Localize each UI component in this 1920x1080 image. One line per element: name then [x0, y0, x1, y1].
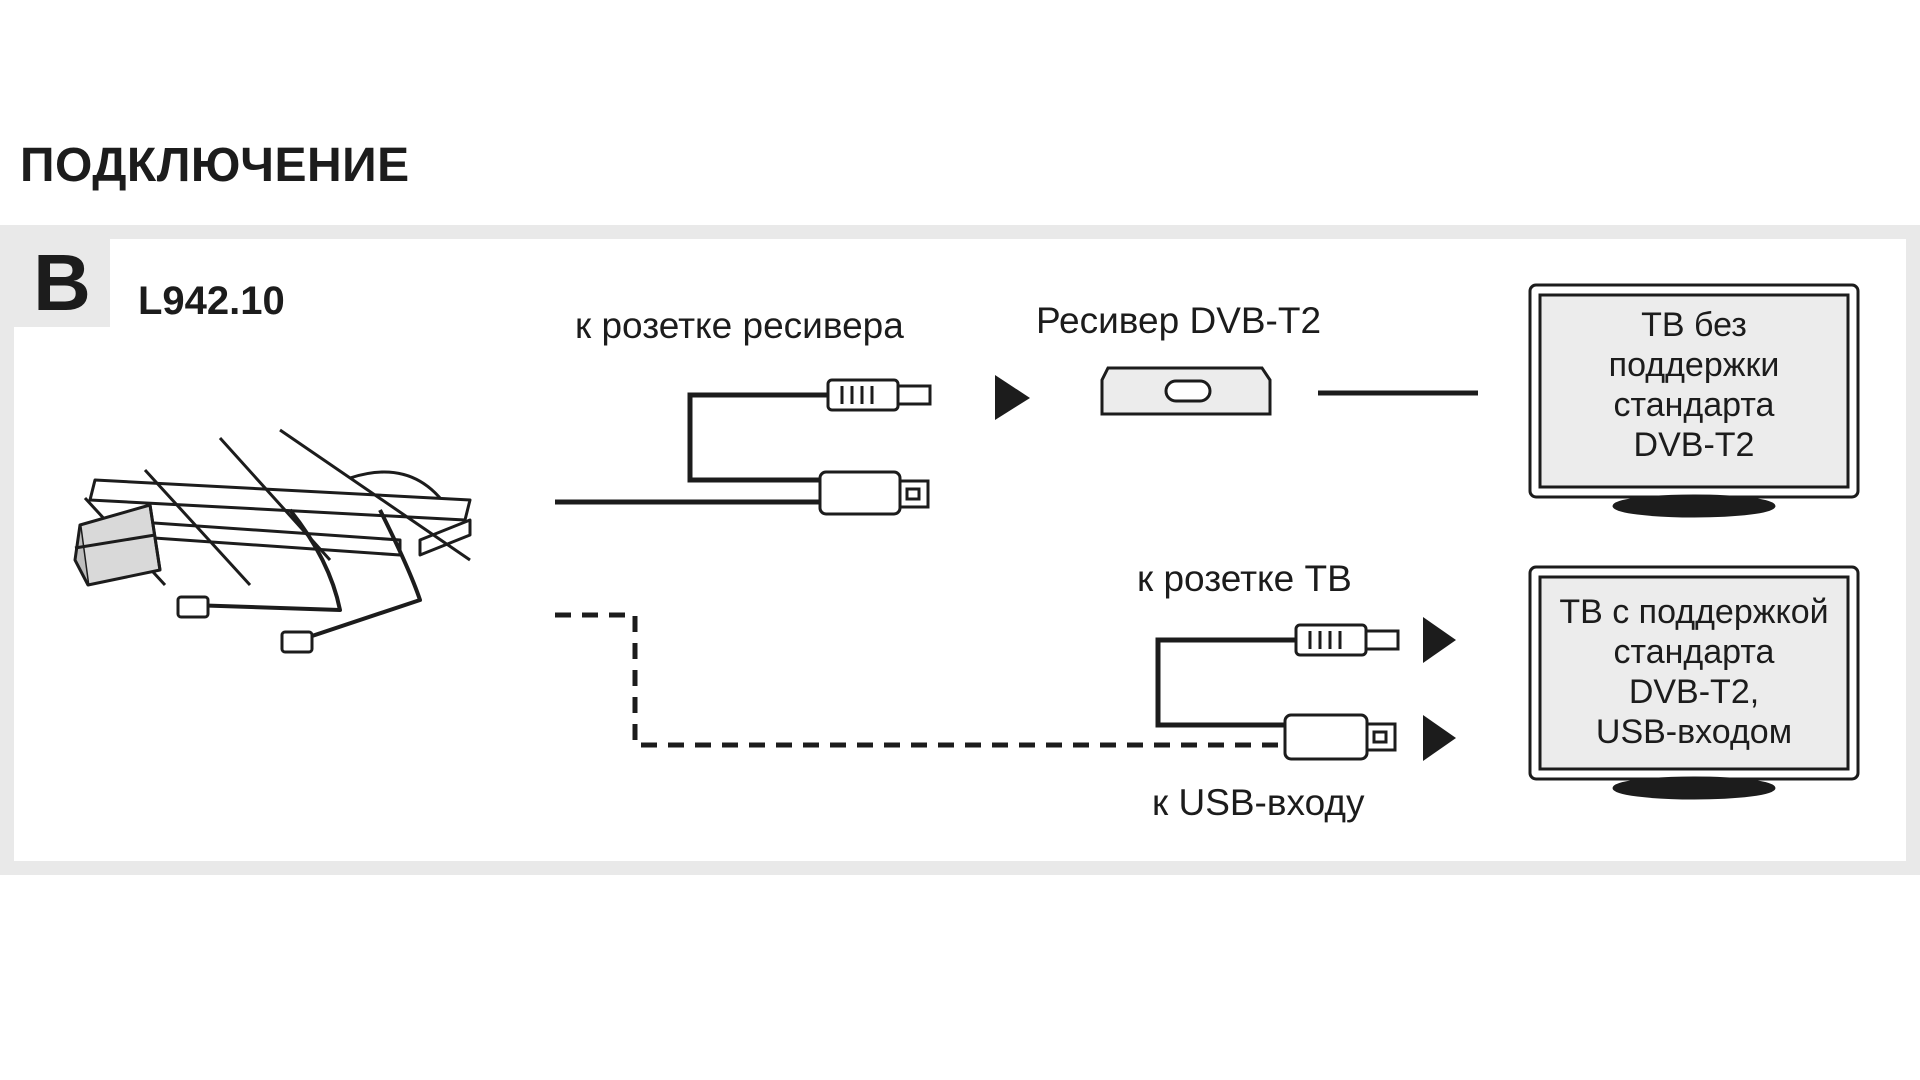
section-badge: B [14, 239, 110, 327]
tv-without-support-caption: ТВ без поддержки стандарта DVB-T2 [1540, 305, 1848, 465]
label-usb-input: к USB-входу [1152, 782, 1365, 823]
receiver-icon [1100, 366, 1272, 416]
tv-cable-split [1155, 637, 1300, 728]
usb-plug-icon [818, 470, 930, 516]
caption-line: USB-входом [1595, 713, 1793, 751]
label-tv-socket: к розетке ТВ [1137, 558, 1352, 599]
coax-plug-icon [826, 378, 932, 412]
receiver-cable [555, 392, 830, 505]
coax-plug-icon [1294, 623, 1400, 657]
tv-icon [1528, 565, 1860, 800]
caption-line: стандарта [1613, 633, 1775, 671]
caption-line: DVB-T2 [1633, 426, 1755, 464]
page-heading: ПОДКЛЮЧЕНИЕ [20, 139, 410, 192]
tv-with-support-caption: ТВ с поддержкой стандарта DVB-T2, USB-вх… [1540, 592, 1848, 752]
tv-cable [555, 612, 1285, 748]
arrow-right-icon [995, 375, 1030, 420]
caption-line: ТВ без [1641, 306, 1747, 344]
arrow-right-icon [1423, 617, 1456, 663]
tv-icon [1528, 283, 1860, 518]
caption-line: стандарта [1613, 386, 1775, 424]
antenna-icon [73, 428, 472, 654]
model-number: L942.10 [138, 279, 285, 323]
caption-line: DVB-T2, [1628, 673, 1760, 711]
caption-line: поддержки [1608, 346, 1780, 384]
caption-line: ТВ с поддержкой [1559, 593, 1829, 631]
arrow-right-icon [1423, 715, 1456, 761]
label-receiver-socket: к розетке ресивера [575, 305, 904, 346]
usb-plug-icon [1283, 713, 1397, 761]
label-receiver-name: Ресивер DVB-T2 [1036, 300, 1322, 341]
